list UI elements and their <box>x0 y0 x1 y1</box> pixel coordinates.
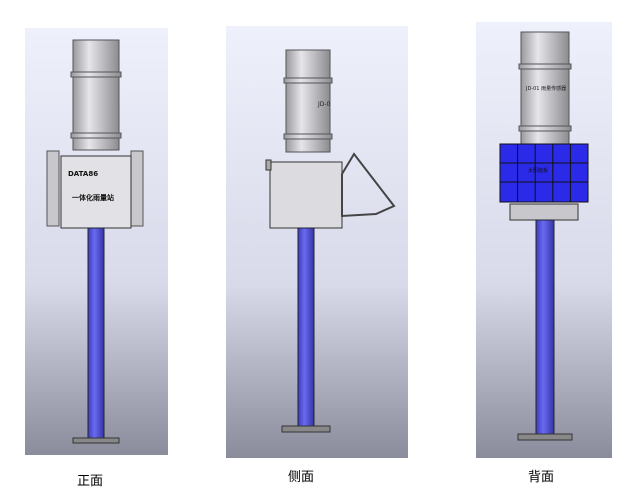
caption-back: 背面 <box>528 470 555 485</box>
back-view-drawing: JD-01 雨量传感器 太阳能板 <box>476 22 612 458</box>
sensor-label: JD-0 <box>317 101 331 108</box>
back-view-panel: JD-01 雨量传感器 太阳能板 <box>476 22 612 458</box>
caption-front: 正面 <box>77 474 104 489</box>
front-view-panel: DATA86 一体化雨量站 <box>25 28 168 455</box>
solar-label: 太阳能板 <box>528 167 548 174</box>
solar-panel: 太阳能板 <box>499 143 589 203</box>
caption-side: 侧面 <box>288 470 315 485</box>
side-view-panel: JD-0 <box>226 26 408 458</box>
side-view-drawing: JD-0 <box>226 26 408 458</box>
box-label: DATA86 <box>68 170 98 178</box>
box-label: 一体化雨量站 <box>72 193 114 202</box>
sensor-label: JD-01 雨量传感器 <box>525 85 566 92</box>
front-view-drawing: DATA86 一体化雨量站 <box>25 28 168 455</box>
